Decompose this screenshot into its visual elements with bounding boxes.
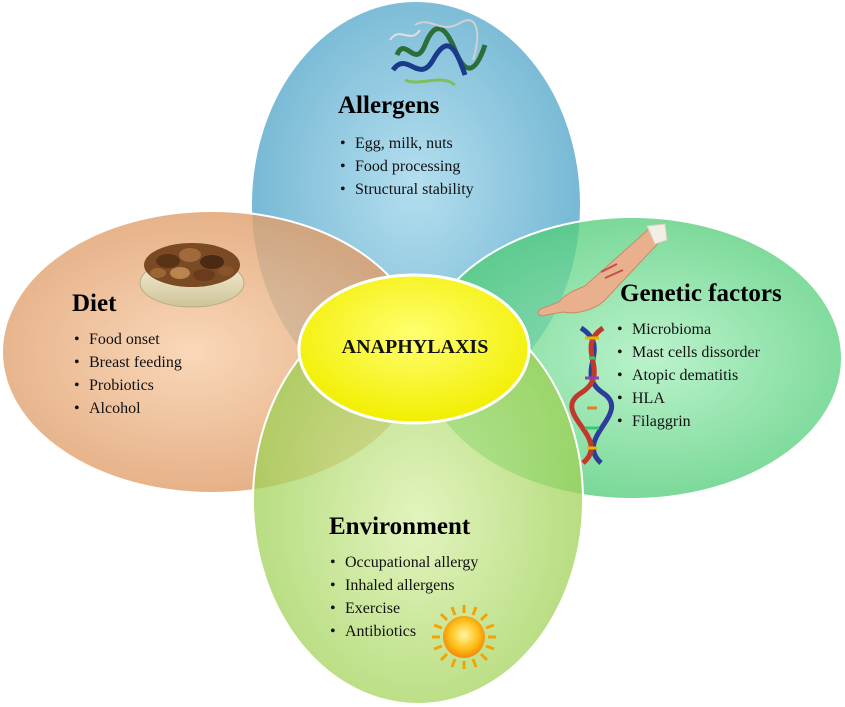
allergens-item: Egg, milk, nuts: [340, 132, 474, 155]
protein-structure-icon: [389, 19, 488, 87]
allergens-item: Structural stability: [340, 178, 474, 201]
dna-helix-icon: [569, 325, 614, 465]
diet-item: Breast feeding: [74, 351, 182, 374]
environment-list: Occupational allergy Inhaled allergens E…: [330, 551, 478, 643]
environment-item: Exercise: [330, 597, 478, 620]
anaphylaxis-center: [297, 273, 531, 425]
environment-title: Environment: [329, 513, 471, 540]
genetic-item: Microbioma: [617, 318, 760, 341]
genetic-title: Genetic factors: [620, 280, 782, 307]
environment-item: Antibiotics: [330, 620, 478, 643]
genetic-item: Atopic dematitis: [617, 364, 760, 387]
genetic-item: Filaggrin: [617, 410, 760, 433]
genetic-item: HLA: [617, 387, 760, 410]
allergens-title: Allergens: [338, 92, 440, 119]
allergens-list: Egg, milk, nuts Food processing Structur…: [340, 132, 474, 201]
diet-list: Food onset Breast feeding Probiotics Alc…: [74, 328, 182, 420]
center-label: ANAPHYLAXIS: [341, 336, 489, 358]
environment-item: Inhaled allergens: [330, 574, 478, 597]
diet-title: Diet: [72, 290, 117, 317]
arm-icon: [537, 223, 668, 317]
environment-item: Occupational allergy: [330, 551, 478, 574]
diet-item: Alcohol: [74, 397, 182, 420]
genetic-item: Mast cells dissorder: [617, 341, 760, 364]
nut-bowl-icon: [139, 243, 245, 308]
diet-item: Food onset: [74, 328, 182, 351]
genetic-list: Microbioma Mast cells dissorder Atopic d…: [617, 318, 760, 433]
allergens-item: Food processing: [340, 155, 474, 178]
diet-item: Probiotics: [74, 374, 182, 397]
